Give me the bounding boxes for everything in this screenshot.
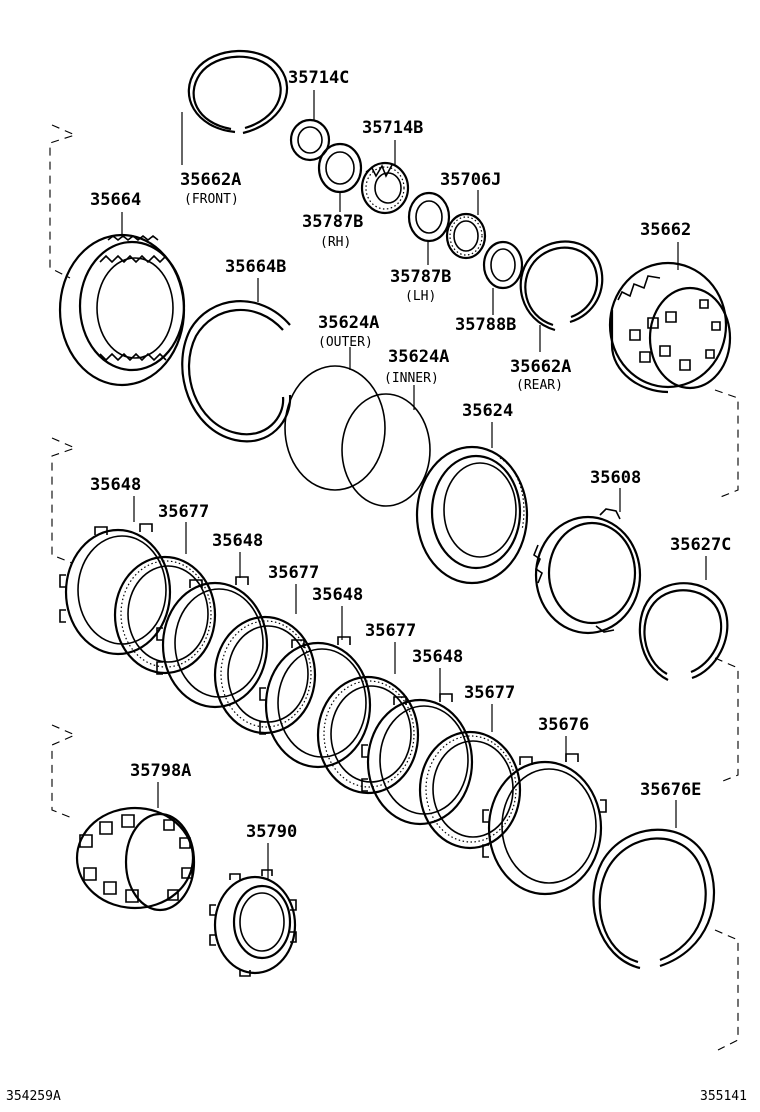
label-35714B: 35714B (362, 118, 423, 138)
label-35624A-inner: 35624A (388, 347, 449, 367)
label-35608: 35608 (590, 468, 641, 488)
label-35677-2: 35677 (268, 563, 319, 583)
snap-ring-35627C (638, 556, 729, 681)
reference-frame-lines (49, 124, 739, 1051)
note-inner: (INNER) (384, 371, 439, 386)
label-35627C: 35627C (670, 535, 731, 555)
label-35648-2: 35648 (212, 531, 263, 551)
label-35624: 35624 (462, 401, 513, 421)
label-35676E: 35676E (640, 780, 701, 800)
clutch-hub-35664 (58, 212, 186, 387)
plate-35648-1 (59, 496, 172, 656)
footer-left-code: 354259A (6, 1089, 61, 1104)
label-35798A: 35798A (130, 761, 191, 781)
label-35787B-lh: 35787B (390, 267, 451, 287)
label-35706J: 35706J (440, 170, 501, 190)
note-front: (FRONT) (184, 192, 239, 207)
gear-35790 (209, 843, 297, 977)
label-35664B: 35664B (225, 257, 286, 277)
bearing-35706J (445, 190, 487, 260)
footer-right-code: 355141 (700, 1089, 747, 1104)
label-35677-1: 35677 (158, 502, 209, 522)
label-35714C: 35714C (288, 68, 349, 88)
note-lh: (LH) (405, 289, 436, 304)
label-35662: 35662 (640, 220, 691, 240)
label-35677-4: 35677 (464, 683, 515, 703)
washer-35787B-rh (317, 142, 363, 212)
label-35662A-front: 35662A (180, 170, 241, 190)
label-35790: 35790 (246, 822, 297, 842)
label-35624A-outer: 35624A (318, 313, 379, 333)
label-35664: 35664 (90, 190, 141, 210)
ring-35624A-outer (284, 347, 386, 491)
label-35648-3: 35648 (312, 585, 363, 605)
label-35662A-rear: 35662A (510, 357, 571, 377)
label-35787B-rh: 35787B (302, 212, 363, 232)
bearing-35714B (360, 140, 410, 215)
part-labels: 35714C 35662A (FRONT) 35714B 35787B (RH)… (90, 68, 731, 842)
piston-35624 (415, 422, 529, 585)
washer-35787B-lh (407, 191, 451, 265)
snap-ring-front-35662A (181, 49, 289, 165)
spring-retainer-35608 (533, 488, 642, 635)
label-35677-3: 35677 (365, 621, 416, 641)
snap-ring-rear-35662A (519, 240, 604, 352)
ring-35624A-inner (341, 385, 431, 507)
note-rh: (RH) (320, 235, 351, 250)
label-35648-4: 35648 (412, 647, 463, 667)
note-outer: (OUTER) (318, 335, 373, 350)
label-35648-1: 35648 (90, 475, 141, 495)
clutch-drum-35662 (608, 242, 732, 394)
snap-ring-35664B (181, 278, 292, 443)
note-rear: (REAR) (516, 378, 563, 393)
flange-35676 (482, 736, 607, 896)
label-35676: 35676 (538, 715, 589, 735)
washer-35788B (482, 240, 524, 315)
snap-ring-35676E (592, 800, 716, 970)
plate-35648-2 (156, 552, 269, 709)
washer-35714C (289, 90, 331, 162)
one-way-clutch-35798A (75, 782, 196, 912)
disc-35677-3 (316, 642, 420, 795)
label-35788B: 35788B (455, 315, 516, 335)
clutch-pack (59, 496, 607, 896)
